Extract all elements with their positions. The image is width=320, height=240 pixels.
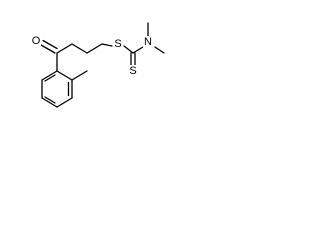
bond bbox=[56, 97, 73, 108]
carbonyl-double-bond bbox=[40, 44, 56, 54]
methyl-bond bbox=[71, 70, 88, 81]
bond bbox=[71, 43, 88, 54]
bond bbox=[41, 70, 58, 81]
carbonyl-double-bond bbox=[42, 39, 58, 50]
sulfur-atom-label: S bbox=[114, 38, 121, 50]
bond bbox=[101, 43, 113, 47]
bond bbox=[41, 97, 58, 108]
bond bbox=[123, 45, 134, 54]
bond bbox=[56, 43, 73, 54]
atom-label-group: O S S N bbox=[31, 35, 153, 78]
aromatic-double-bond bbox=[44, 96, 56, 104]
nitrogen-atom-label: N bbox=[144, 36, 152, 48]
benzene-ring bbox=[41, 70, 73, 108]
bond bbox=[56, 70, 73, 81]
n-methyl-bond bbox=[154, 46, 165, 54]
thione-sulfur-atom-label: S bbox=[129, 65, 136, 77]
aromatic-double-bond bbox=[44, 74, 56, 82]
oxygen-atom-label: O bbox=[32, 35, 41, 47]
bond bbox=[132, 46, 144, 54]
molecule-diagram: O S S N bbox=[31, 22, 165, 108]
bond bbox=[86, 43, 103, 54]
